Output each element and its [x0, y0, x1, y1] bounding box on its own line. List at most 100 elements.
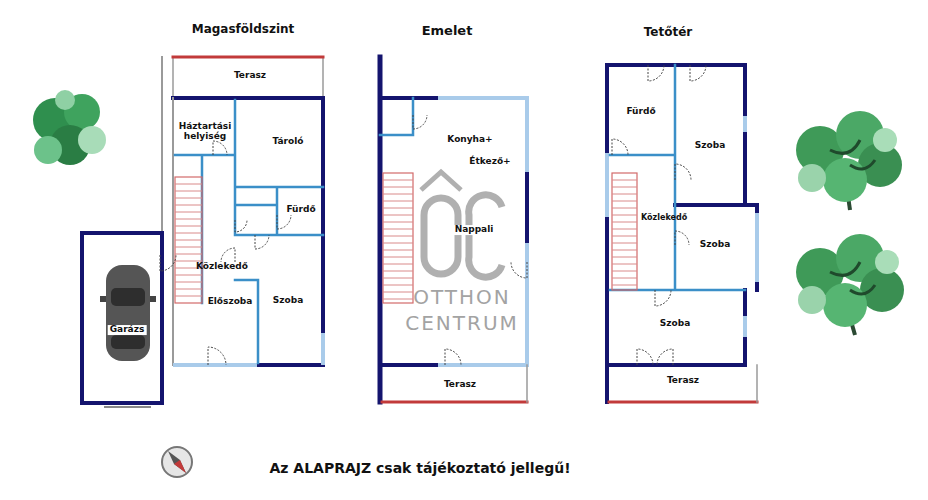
stairs-stroke — [383, 201, 413, 202]
compass — [162, 447, 192, 477]
room-label: Nappali — [453, 225, 496, 235]
stairs-stroke — [612, 194, 637, 195]
car-stroke — [106, 265, 150, 361]
door-swings-stroke — [277, 215, 291, 229]
stairs-stroke — [383, 187, 413, 188]
compass-stroke — [174, 460, 186, 473]
door-swings-stroke — [675, 231, 689, 245]
car-stroke — [150, 296, 156, 302]
door-swings-stroke — [655, 290, 671, 306]
stairs-stroke — [383, 173, 413, 303]
stairs-stroke — [175, 247, 202, 248]
room-label: Garázs — [108, 325, 147, 335]
stairs-stroke — [383, 271, 413, 272]
first-floor-walls-stroke — [382, 401, 527, 404]
room: Szoba — [677, 207, 755, 290]
stairs-stroke — [175, 212, 202, 213]
watermark-text: OTTHON — [413, 285, 511, 309]
stairs-stroke — [175, 191, 202, 192]
stairs-stroke — [383, 236, 413, 237]
floor-plan-level: TetőtérFürdőSzobaKözlekedőSzobaSzobaTera… — [605, 18, 760, 406]
floor-plan-level: MagasföldszintTeraszHáztartási helyiségT… — [80, 18, 325, 406]
tree-right-top-stroke — [830, 140, 875, 169]
room-label: Konyha+ — [445, 135, 494, 145]
first-floor-walls-stroke — [380, 98, 413, 135]
room: Garázs — [84, 235, 160, 401]
stairs-stroke — [612, 264, 637, 265]
stairs-stroke — [175, 205, 202, 206]
attic-walls-stroke — [607, 118, 757, 335]
disclaimer-note: Az ALAPRAJZ csak tájékoztató jellegű! — [269, 460, 570, 476]
tree-left-stroke — [34, 136, 62, 164]
ground-floor-walls-stroke — [105, 406, 150, 408]
room-label: Szoba — [273, 296, 303, 306]
stairs-stroke — [383, 229, 413, 230]
tree-right-bottom-stroke — [830, 262, 875, 294]
ground-floor-walls-stroke — [82, 233, 162, 403]
door-swings-stroke — [221, 248, 235, 262]
stairs-stroke — [612, 208, 637, 209]
door-swings-stroke — [511, 262, 527, 278]
room: Fürdő — [279, 189, 321, 233]
stairs-stroke — [612, 236, 637, 237]
door-swings — [160, 65, 706, 365]
door-swings-stroke — [160, 255, 176, 271]
watermark-logo-stroke — [424, 198, 458, 274]
first-floor-walls — [380, 57, 527, 402]
room-label: Terasz — [234, 71, 266, 81]
tree-right-bottom-stroke — [798, 286, 826, 314]
stairs-stroke — [612, 201, 637, 202]
stairs-stroke — [175, 282, 202, 283]
stairs-stroke — [383, 299, 413, 300]
compass-stroke — [168, 451, 186, 473]
stairs-stroke — [175, 296, 202, 297]
room-label: Terasz — [667, 376, 699, 386]
door-swings-stroke — [648, 65, 664, 81]
stairs-stroke — [175, 289, 202, 290]
door-swings-stroke — [413, 115, 427, 129]
room: Terasz — [175, 59, 321, 97]
door-swings-stroke — [235, 220, 247, 232]
watermark-logo — [421, 172, 502, 277]
ground-floor-walls-stroke — [161, 57, 163, 233]
ground-floor-walls-stroke — [175, 100, 323, 363]
ground-floor-walls-stroke — [173, 98, 323, 365]
stairs-stroke — [612, 229, 637, 230]
room-label: Szoba — [660, 319, 690, 329]
stairs-stroke — [612, 187, 637, 188]
room-label: Fürdő — [286, 205, 315, 215]
level-heading: Magasföldszint — [192, 23, 295, 36]
stairs-stroke — [612, 180, 637, 181]
room: Terasz — [382, 367, 525, 401]
attic-walls — [607, 65, 757, 402]
stairs — [175, 173, 637, 303]
room-label: Szoba — [700, 240, 730, 250]
ground-floor-walls — [82, 57, 323, 407]
room: Szoba — [260, 237, 321, 363]
stairs-stroke — [383, 243, 413, 244]
room: Közlekedő — [639, 157, 675, 290]
ground-floor-walls-stroke — [172, 98, 174, 365]
stairs-stroke — [383, 208, 413, 209]
tree-right-bottom-stroke — [875, 250, 899, 274]
stairs-stroke — [175, 219, 202, 220]
stairs-stroke — [175, 198, 202, 199]
door-swings-stroke — [637, 349, 653, 365]
room: Szoba — [609, 292, 743, 365]
door-swings-stroke — [213, 141, 227, 155]
stairs-stroke — [383, 292, 413, 293]
room: Terasz — [609, 367, 755, 401]
tree-right-top-stroke — [873, 128, 897, 152]
stairs-stroke — [383, 257, 413, 258]
stairs-stroke — [175, 226, 202, 227]
room-label: Szoba — [695, 141, 725, 151]
stairs-stroke — [383, 250, 413, 251]
stairs-stroke — [612, 278, 637, 279]
tree-left — [33, 90, 106, 165]
room: Fürdő — [609, 67, 675, 155]
stairs-stroke — [612, 173, 637, 290]
attic-walls-stroke — [609, 401, 757, 404]
compass-stroke — [162, 447, 192, 477]
stairs-stroke — [612, 215, 637, 216]
